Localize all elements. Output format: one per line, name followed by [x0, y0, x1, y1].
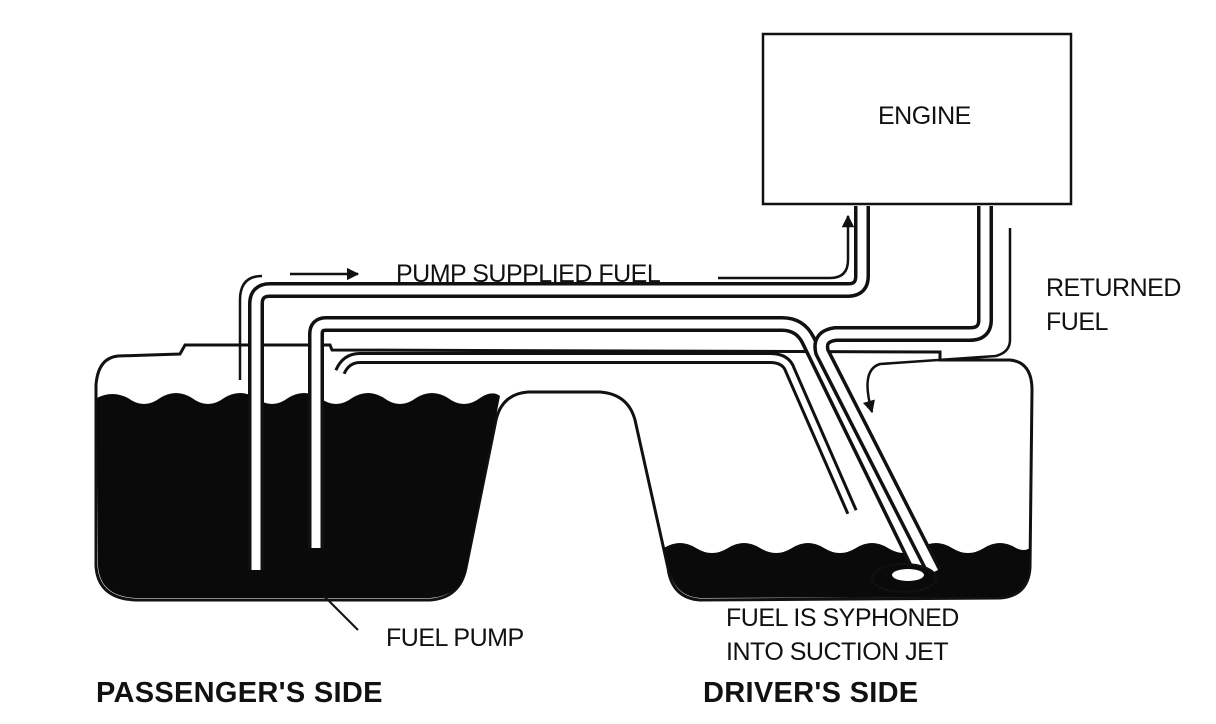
- pump-supplied-fuel-label: PUMP SUPPLIED FUEL: [396, 260, 661, 288]
- engine-label: ENGINE: [878, 102, 971, 130]
- syphon-label-line2: INTO SUCTION JET: [726, 638, 948, 666]
- returned-fuel-arrow: [862, 228, 1012, 414]
- engine-box: [761, 32, 1073, 206]
- passenger-side-label: PASSENGER'S SIDE: [96, 677, 383, 709]
- driver-side-label: DRIVER'S SIDE: [703, 677, 918, 709]
- returned-fuel-label-line1: RETURNED: [1046, 274, 1181, 302]
- driver-side-fuel: [664, 543, 1030, 598]
- syphon-label-line1: FUEL IS SYPHONED: [726, 604, 959, 632]
- fuel-pump-leader-line: [323, 595, 359, 631]
- returned-fuel-label-line2: FUEL: [1046, 308, 1109, 336]
- pump-flow-arrow-to-engine: [718, 214, 855, 280]
- pump-flow-arrow-up: [238, 274, 263, 380]
- passenger-side-fuel: [97, 393, 500, 598]
- fuel-pump-label: FUEL PUMP: [386, 624, 524, 652]
